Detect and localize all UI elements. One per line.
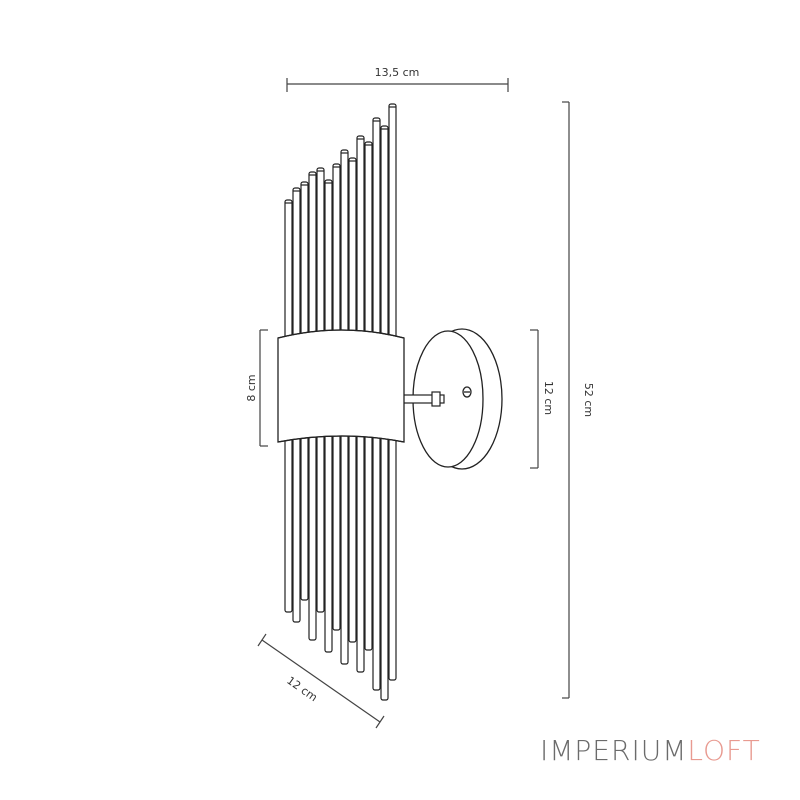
height-dimension: [562, 101, 570, 699]
shade-height-dimension: [259, 329, 268, 447]
width-dimension: [286, 78, 509, 92]
depth-label: 12 cm: [284, 674, 320, 704]
shade-ring: [277, 329, 405, 443]
brand-logo: IMPERIUMLOFT: [540, 734, 761, 767]
logo-text-loft: LOFT: [687, 734, 761, 767]
depth-dimension: [257, 633, 385, 729]
base-diameter-dimension: [530, 329, 539, 469]
width-label: 13,5 cm: [375, 66, 420, 79]
shade-height-label: 8 cm: [245, 374, 258, 401]
height-label: 52 cm: [582, 383, 595, 417]
base-diameter-label: 12 cm: [542, 381, 555, 415]
wall-base: [412, 328, 503, 470]
logo-text-imperium: IMPERIUM: [540, 734, 688, 767]
